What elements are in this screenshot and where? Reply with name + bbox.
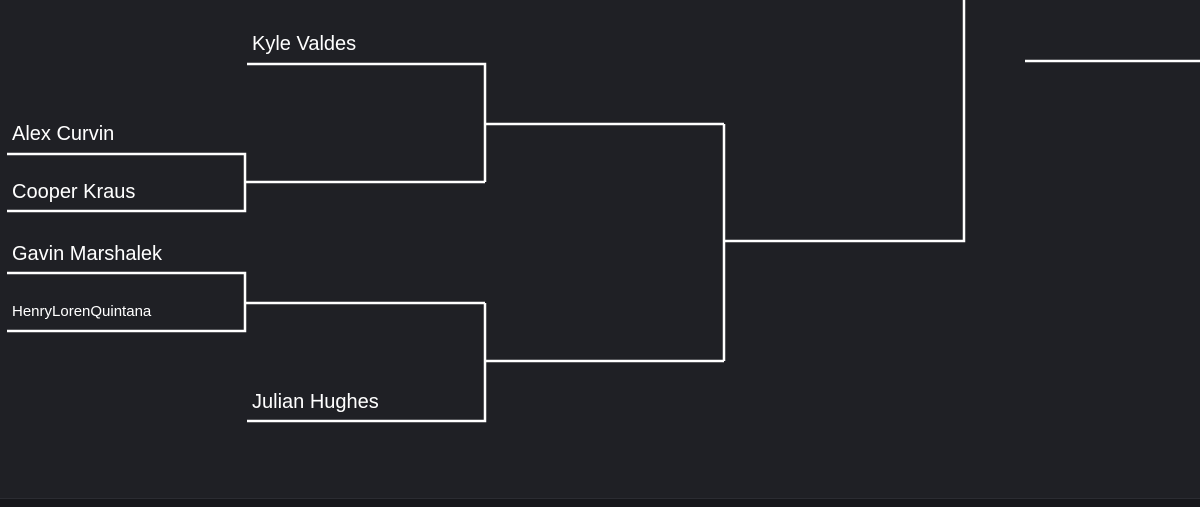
round1-match1-connector bbox=[7, 152, 485, 213]
player-slot-julian-hughes[interactable]: Julian Hughes bbox=[252, 391, 379, 413]
bottom-edge-bar bbox=[0, 498, 1200, 507]
round1-match2: Gavin Marshalek HenryLorenQuintana bbox=[7, 243, 485, 333]
player-slot-cooper-kraus[interactable]: Cooper Kraus bbox=[12, 181, 135, 203]
round2-match1: Kyle Valdes bbox=[247, 33, 724, 182]
player-slot-henry-loren-quintana[interactable]: HenryLorenQuintana bbox=[12, 303, 152, 320]
player-slot-kyle-valdes[interactable]: Kyle Valdes bbox=[252, 33, 356, 55]
round2-match2: Julian Hughes bbox=[247, 303, 724, 423]
player-slot-gavin-marshalek[interactable]: Gavin Marshalek bbox=[12, 243, 163, 265]
round3-connector bbox=[722, 0, 966, 361]
round1-match2-connector bbox=[7, 271, 485, 333]
round3-match1 bbox=[722, 0, 966, 361]
round1-match1: Alex Curvin Cooper Kraus bbox=[7, 123, 485, 213]
round2-match1-connector bbox=[247, 62, 724, 182]
player-slot-alex-curvin[interactable]: Alex Curvin bbox=[12, 123, 114, 145]
round2-match2-connector bbox=[247, 303, 724, 423]
